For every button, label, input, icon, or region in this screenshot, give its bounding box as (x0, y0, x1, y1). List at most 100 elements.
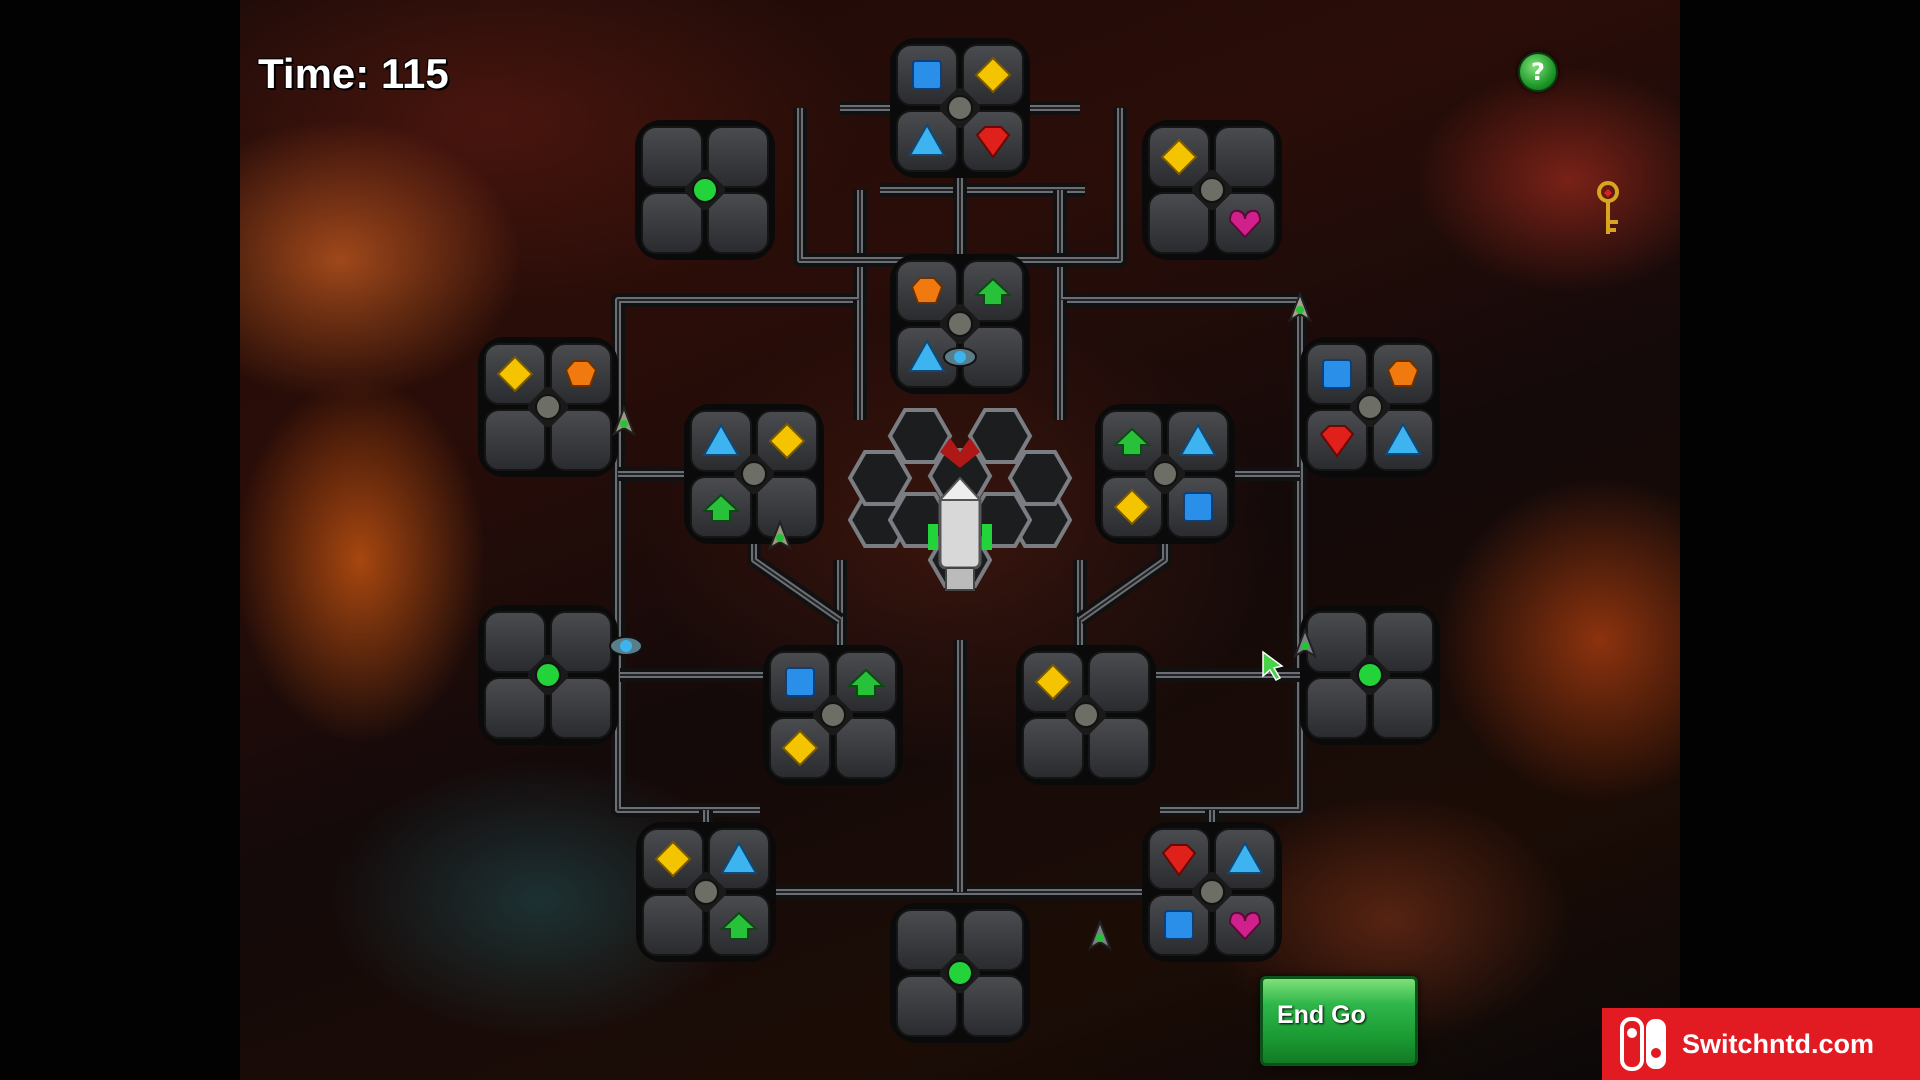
pod-grid (478, 38, 1440, 1043)
pod-cell (835, 717, 897, 779)
pod-cell (896, 909, 958, 971)
blue-triangle-gem-icon (1384, 421, 1422, 455)
red-gem-icon (975, 126, 1011, 159)
drone-sprite (609, 636, 643, 656)
blue-triangle-gem-icon (1226, 840, 1264, 874)
pod-cell (707, 126, 769, 188)
pod-left (478, 337, 618, 477)
yellow-diamond-gem-icon (654, 840, 692, 878)
idle-hub-socket (1199, 177, 1225, 203)
idle-hub-socket (947, 95, 973, 121)
active-hub-light (535, 662, 561, 688)
pod-center-top (890, 254, 1030, 394)
scout-ship-sprite (612, 405, 636, 437)
pod-cell (1088, 651, 1150, 713)
yellow-diamond-gem-icon (1034, 663, 1072, 701)
idle-hub-socket (535, 394, 561, 420)
active-hub-light (692, 177, 718, 203)
blue-square-gem-icon (785, 667, 815, 697)
ship-sprites (609, 291, 1317, 951)
green-arrow-gem-icon (846, 668, 886, 697)
blue-square-gem-icon (1322, 359, 1352, 389)
idle-hub-socket (741, 461, 767, 487)
pod-cell (642, 894, 704, 956)
pod-cell (1214, 126, 1276, 188)
pod-bottom-left (636, 822, 776, 962)
pod-cell (550, 677, 612, 739)
pod-cell (1372, 611, 1434, 673)
conduit-core (1160, 675, 1301, 811)
conduit-core (617, 675, 760, 811)
conduit-pipe (1160, 675, 1303, 813)
pod-cell (1306, 677, 1368, 739)
drone-eye (954, 351, 966, 363)
letterbox-right (1680, 0, 1920, 1080)
core-hex-cell (1007, 450, 1073, 506)
core-hex-cell (887, 408, 953, 464)
pod-cell (1306, 611, 1368, 673)
idle-hub-socket (1073, 702, 1099, 728)
idle-hub-socket (947, 311, 973, 337)
pod-cell (484, 677, 546, 739)
switch-logo-icon (1620, 1017, 1666, 1071)
green-arrow-gem-icon (719, 911, 759, 940)
core-hex-cell (847, 450, 913, 506)
yellow-diamond-gem-icon (781, 729, 819, 767)
core-hex-cell (967, 408, 1033, 464)
gunship-sprite (1088, 919, 1112, 951)
pod-lower-right (1016, 645, 1156, 785)
idle-hub-socket (820, 702, 846, 728)
pod-cell (550, 611, 612, 673)
scout-ship-sprite (1288, 291, 1312, 323)
pod-cell (896, 975, 958, 1037)
pod-cell (962, 975, 1024, 1037)
yellow-diamond-gem-icon (974, 56, 1012, 94)
question-mark-icon: ? (1531, 58, 1545, 86)
blue-triangle-gem-icon (908, 122, 946, 156)
pod-cell (756, 476, 818, 538)
conduit-core (617, 190, 861, 407)
letterbox-left (0, 0, 240, 1080)
mothership-nose (937, 476, 983, 501)
pod-bottom (890, 903, 1030, 1043)
core-warning-light (940, 438, 980, 468)
mothership-thruster-left (928, 524, 938, 550)
idle-hub-socket (1357, 394, 1383, 420)
pod-cell (484, 611, 546, 673)
orange-gem-icon (910, 277, 944, 304)
conduit-core (1059, 190, 1301, 407)
yellow-diamond-gem-icon (1160, 138, 1198, 176)
pod-cell (1022, 717, 1084, 779)
drone-eye (620, 640, 632, 652)
red-gem-icon (1319, 425, 1355, 458)
central-station-core (847, 408, 1073, 591)
pod-cell (641, 192, 703, 254)
ship-cockpit (1301, 642, 1309, 650)
drone-sprite (943, 347, 977, 367)
yellow-diamond-gem-icon (496, 355, 534, 393)
blue-triangle-gem-icon (702, 422, 740, 456)
magenta-heart-gem-icon (1228, 911, 1262, 941)
green-arrow-gem-icon (701, 493, 741, 522)
pod-cell (641, 126, 703, 188)
blue-triangle-gem-icon (720, 840, 758, 874)
pod-bottom-right (1142, 822, 1282, 962)
pod-cell (1372, 677, 1434, 739)
end-game-button[interactable]: End Go (1260, 976, 1418, 1066)
cursor-arrow-icon (1262, 650, 1284, 681)
pod-upper-left (635, 120, 775, 260)
help-button[interactable]: ? (1518, 52, 1558, 92)
gunship-sprite (1293, 627, 1317, 659)
pod-cell (962, 909, 1024, 971)
pod-cell (1088, 717, 1150, 779)
magenta-heart-gem-icon (1228, 209, 1262, 239)
conduit-shadow (611, 675, 760, 817)
pod-mid-right (1300, 605, 1440, 745)
idle-hub-socket (1152, 461, 1178, 487)
ship-cockpit (1096, 934, 1104, 942)
key-icon[interactable] (1588, 180, 1628, 240)
pod-lower-left (763, 645, 903, 785)
conduit-pipe (615, 675, 760, 813)
timer-display: Time: 115 (258, 50, 449, 97)
